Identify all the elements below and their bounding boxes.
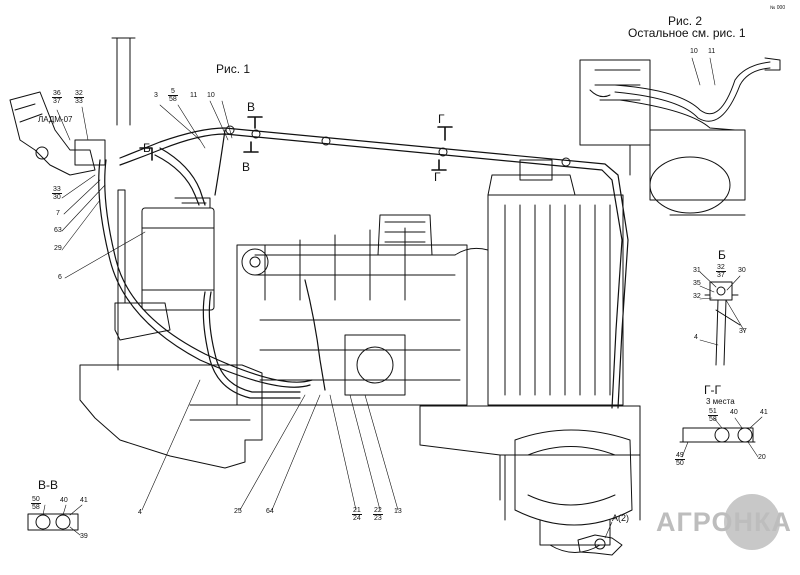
fig2-detail	[579, 57, 781, 216]
fig1-title: Рис. 1	[216, 62, 251, 76]
view-label-v-bottom: В	[242, 160, 251, 174]
view-vv-title: В-В	[38, 478, 59, 492]
callout-3: 3	[154, 92, 158, 99]
agronka-logo: АГРОНКА	[656, 507, 792, 537]
pump-device	[9, 91, 106, 176]
view-b-title: Б	[718, 248, 726, 262]
small-mark: № 000	[770, 5, 786, 11]
leader-lines	[42, 57, 763, 539]
chassis-outline	[79, 189, 641, 521]
line-clips	[225, 125, 571, 167]
b-callout-4: 4	[694, 334, 698, 341]
view-label-b: Б	[143, 141, 151, 155]
vv-callout-39: 39	[80, 533, 88, 540]
callout-13: 13	[394, 508, 402, 515]
view-label-v-top: В	[247, 100, 256, 114]
fig2-title: Рис. 2	[668, 14, 703, 28]
callout-25: 25	[234, 508, 242, 515]
view-b-detail	[704, 281, 741, 366]
hydraulic-lines	[98, 127, 629, 409]
b-callout-31: 31	[693, 267, 701, 274]
callout-7: 7	[56, 210, 60, 217]
vv-callout-40: 40	[60, 497, 68, 504]
radiator	[454, 159, 624, 406]
view-gg-note: 3 места	[706, 397, 735, 406]
callout-6: 6	[58, 274, 62, 281]
engine-block	[236, 214, 468, 406]
bottom-fitting	[577, 534, 623, 556]
device-label: ЛАДМ-07	[38, 115, 73, 124]
view-label-g-top: Г	[438, 112, 445, 126]
fig2-note: Остальное см. рис. 1	[628, 26, 746, 40]
b-callout-32: 32	[693, 293, 701, 300]
callout-64: 64	[266, 508, 274, 515]
gg-callout-20: 20	[758, 454, 766, 461]
logo-circle	[724, 494, 780, 550]
fuel-tank	[141, 197, 215, 311]
b-callout-35: 35	[693, 280, 701, 287]
b-callout-30: 30	[738, 267, 746, 274]
view-gg-title: Г-Г	[704, 383, 721, 397]
callout-11: 11	[190, 92, 198, 99]
view-gg-detail	[679, 427, 756, 443]
axle-housing	[514, 429, 633, 553]
gg-callout-41: 41	[760, 409, 768, 416]
b-callout-37: 37	[739, 328, 747, 335]
fig2-callout-11: 11	[708, 48, 716, 55]
label-a2: А(2)	[612, 513, 630, 523]
callout-10: 10	[207, 92, 215, 99]
vertical-tube	[111, 37, 136, 126]
fig2-callout-10: 10	[690, 48, 698, 55]
callout-63: 63	[54, 227, 62, 234]
section-marks	[139, 116, 453, 171]
gg-callout-40: 40	[730, 409, 738, 416]
view-label-g-bottom: Г	[434, 170, 441, 184]
vv-callout-41: 41	[80, 497, 88, 504]
callout-29: 29	[54, 245, 62, 252]
callout-4: 4	[138, 509, 142, 516]
